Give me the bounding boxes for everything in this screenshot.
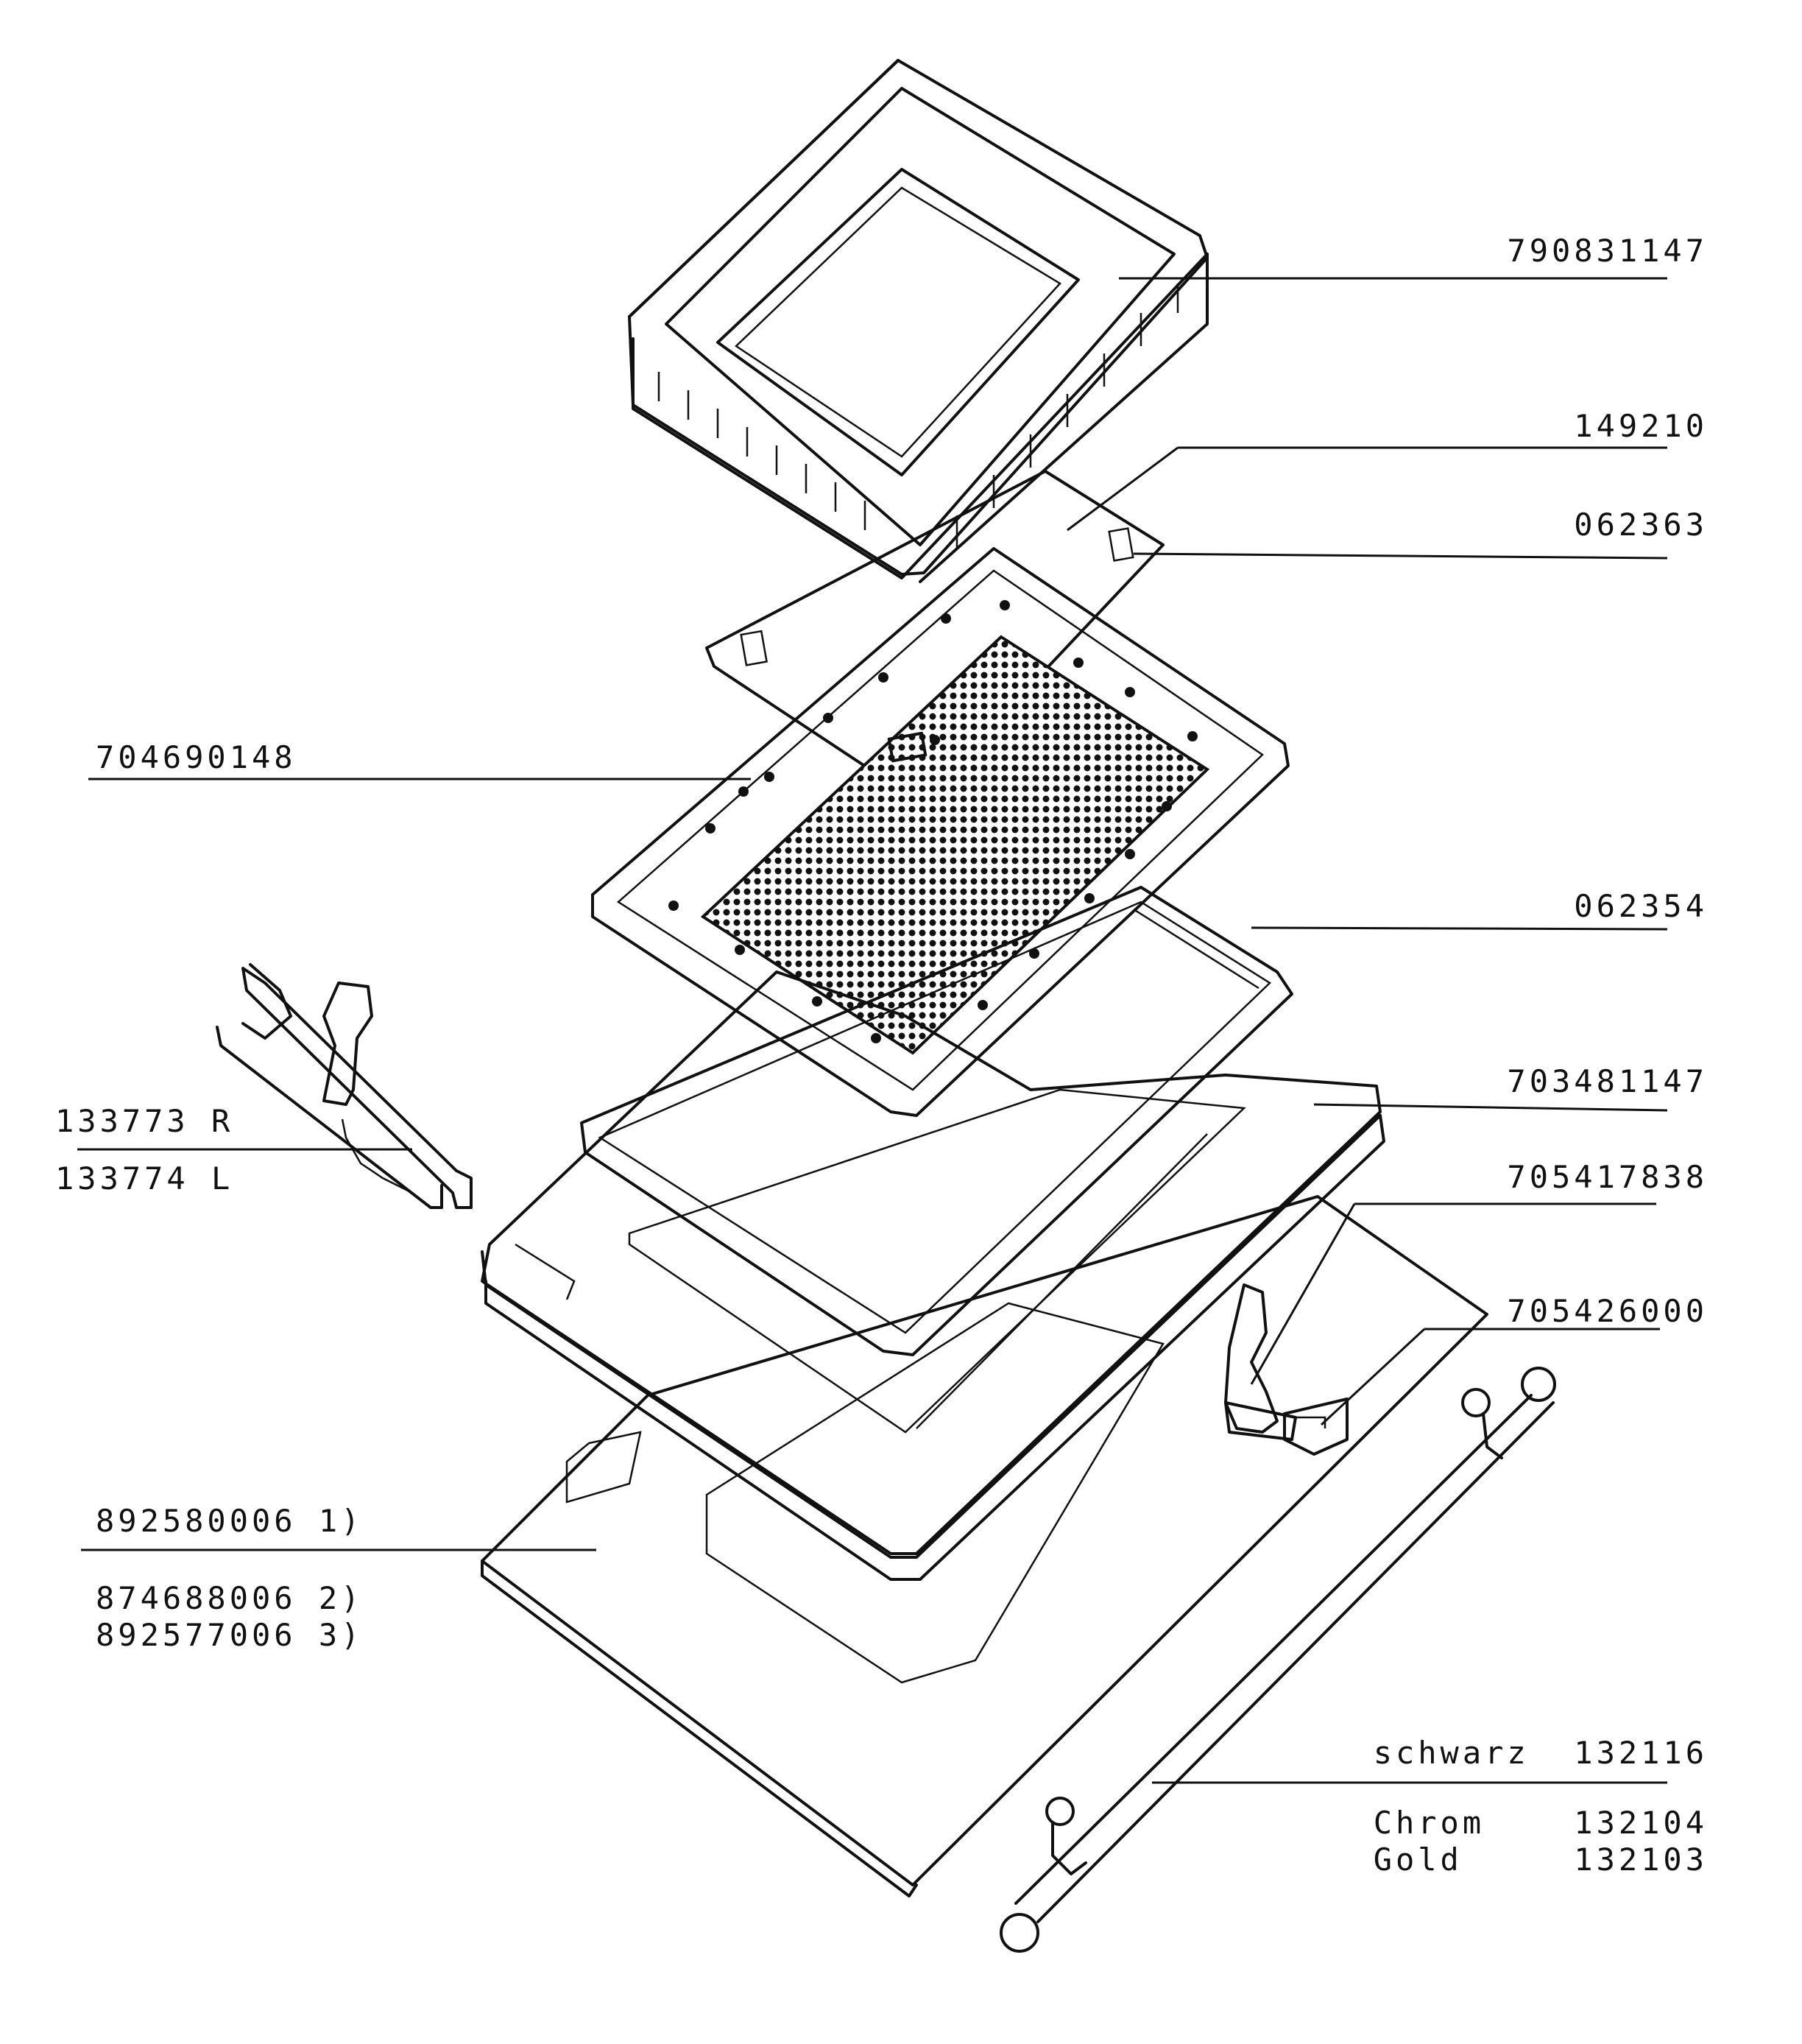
small-hinge-part — [1224, 1283, 1297, 1441]
inner-door-frame-part — [481, 970, 1385, 1581]
label-703481147: 703481147 — [1507, 1063, 1708, 1099]
gasket-part — [580, 886, 1293, 1356]
label-149210: 149210 — [1574, 408, 1708, 444]
top-tray-part — [628, 59, 1209, 583]
label-790831147: 790831147 — [1507, 233, 1708, 269]
label-892580006: 892580006 1) — [96, 1503, 364, 1539]
label-874688006: 874688006 2) — [96, 1580, 364, 1616]
label-705417838: 705417838 — [1507, 1159, 1708, 1195]
outer-door-panel-part — [481, 1195, 1488, 1897]
glass-pane-part — [705, 470, 1165, 804]
label-062354: 062354 — [1574, 888, 1708, 924]
label-705426000: 705426000 — [1507, 1293, 1708, 1329]
door-handle-part — [1000, 1367, 1556, 1953]
label-handle-chrom: Chrom 132104 — [1373, 1805, 1708, 1841]
clip-part — [1283, 1398, 1349, 1456]
label-133773-r: 133773 R — [55, 1103, 234, 1139]
label-892577006: 892577006 3) — [96, 1617, 364, 1653]
label-062363: 062363 — [1574, 507, 1708, 543]
leader-lines — [77, 277, 1668, 1784]
mesh-frame-part — [591, 547, 1290, 1117]
hinge-bracket-part — [216, 963, 473, 1209]
label-handle-schwarz: schwarz 132116 — [1373, 1735, 1708, 1771]
label-704690148: 704690148 — [96, 739, 297, 775]
label-handle-gold: Gold 132103 — [1373, 1842, 1708, 1878]
label-133774-l: 133774 L — [55, 1160, 234, 1197]
